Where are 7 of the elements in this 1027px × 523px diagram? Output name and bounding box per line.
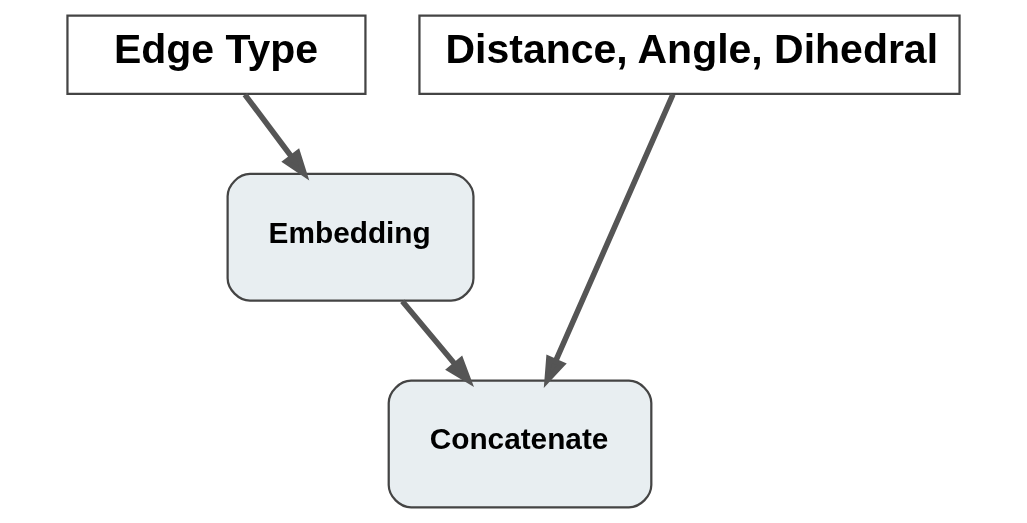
node-box: Embedding bbox=[226, 172, 475, 302]
node-box: Edge Type bbox=[66, 14, 367, 95]
node-box: Distance, Angle, Dihedral bbox=[418, 14, 961, 95]
node-box: Concatenate bbox=[387, 379, 653, 509]
arrow bbox=[400, 299, 474, 388]
arrow bbox=[242, 92, 310, 181]
arrow bbox=[543, 93, 676, 389]
